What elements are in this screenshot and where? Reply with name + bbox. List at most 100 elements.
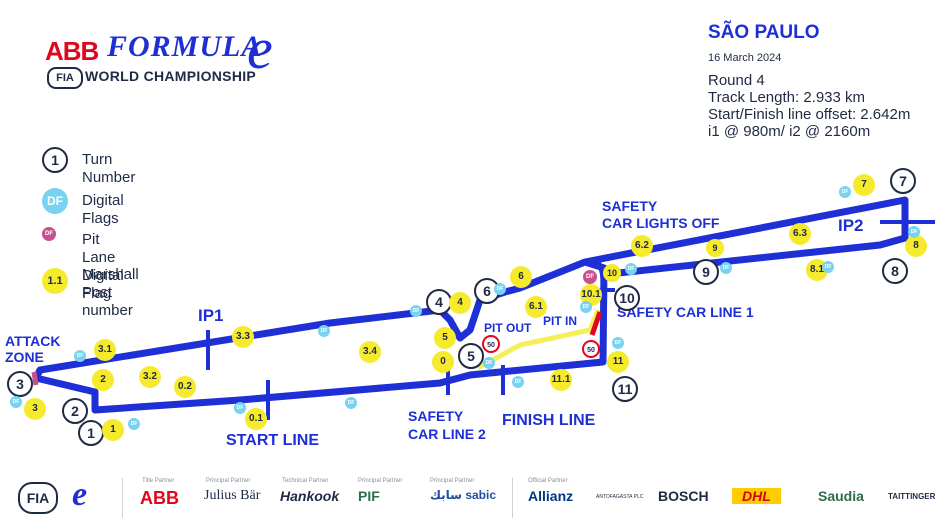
event-track-length: Track Length: 2.933 km <box>708 89 866 106</box>
marshal-post-11: 11 <box>607 351 629 373</box>
pit-out-speed-sign: 50 <box>482 335 500 353</box>
role-principal-1: Principal Partner <box>206 478 251 484</box>
legend-turn-label: Turn Number <box>82 151 136 186</box>
event-offset: Start/Finish line offset: 2.642m <box>708 106 911 123</box>
start-line-label: START LINE <box>226 432 320 449</box>
marshal-post-11-1: 11.1 <box>550 369 572 391</box>
pit-in-speed-text: 50 <box>587 347 595 354</box>
digital-flag: DF <box>612 337 624 349</box>
turn-9: 9 <box>693 259 719 285</box>
digital-flag: DF <box>625 263 637 275</box>
legend-turn-symbol: 1 <box>42 147 68 173</box>
formula-e-logo: ABB FORMULA e FIA WORLD CHAMPIONSHIP <box>45 20 315 89</box>
attack-zone-label-2: ZONE <box>5 349 44 365</box>
ip2-label: IP2 <box>838 216 864 235</box>
legend-df-symbol: DF <box>42 188 68 214</box>
turn-2: 2 <box>62 398 88 424</box>
digital-flag: DF <box>74 350 86 362</box>
digital-flag: DF <box>512 376 524 388</box>
sponsor-saudia: Saudia <box>818 488 864 504</box>
footer-divider <box>122 478 123 518</box>
attack-zone-label-1: ATTACK <box>5 333 61 349</box>
sclo-line <box>596 257 606 283</box>
digital-flag: DF <box>345 397 357 409</box>
sponsor-pif: PIF <box>358 488 380 504</box>
digital-flag: DF <box>822 261 834 273</box>
logo-fia-badge: FIA <box>47 67 83 89</box>
role-title: Title Partner <box>142 478 175 484</box>
event-intermediates: i1 @ 980m/ i2 @ 2160m <box>708 123 871 140</box>
logo-e-mark: e <box>247 16 273 81</box>
marshal-post-0: 0 <box>432 351 454 373</box>
marshal-post-10: 10 <box>603 264 621 282</box>
pit-out-speed-text: 50 <box>487 342 495 349</box>
pit-out-label: PIT OUT <box>484 321 532 335</box>
footer-divider <box>512 478 513 518</box>
marshal-post-1: 1 <box>102 419 124 441</box>
legend-df-label: Digital Flags <box>82 192 124 227</box>
footer-fia-logo: FIA <box>18 482 58 514</box>
event-date: 16 March 2024 <box>708 52 782 64</box>
sc1-label: SAFETY CAR LINE 1 <box>617 304 754 320</box>
logo-abb-text: ABB <box>45 36 99 66</box>
logo-formula-text: FORMULA <box>107 30 263 63</box>
turn-8: 8 <box>882 258 908 284</box>
turn-1: 1 <box>78 420 104 446</box>
role-technical: Technical Partner <box>282 478 329 484</box>
marshal-post-6: 6 <box>510 266 532 288</box>
marshal-post-9: 9 <box>706 239 724 257</box>
sc-lights-off-label-2: CAR LIGHTS OFF <box>602 215 720 231</box>
role-official: Official Partner <box>528 478 568 484</box>
footer-fe-logo: e <box>72 476 88 513</box>
marshal-post-2: 2 <box>92 369 114 391</box>
marshal-post-6-3: 6.3 <box>789 223 811 245</box>
sponsor-allianz: Allianz <box>528 488 574 504</box>
sc-lights-off-label-1: SAFETY <box>602 198 658 214</box>
digital-flag: DF <box>318 325 330 337</box>
legend-marshal-label-1: Marshall <box>82 266 139 283</box>
attack-zone <box>31 371 39 386</box>
digital-flag: DF <box>10 396 22 408</box>
event-round: Round 4 <box>708 72 765 89</box>
turn-7: 7 <box>890 168 916 194</box>
digital-flag: DF <box>720 262 732 274</box>
turn-10: 10 <box>614 285 640 311</box>
marshal-post-5: 5 <box>434 327 456 349</box>
turn-5: 5 <box>458 343 484 369</box>
sponsor-sabic: سابك sabic <box>430 488 497 502</box>
sc2-label-1: SAFETY <box>408 408 464 424</box>
legend-pitdf-label: Pit Lane Digital Flag <box>82 231 124 302</box>
digital-flag: DF <box>494 283 506 295</box>
marshal-post-10-1: 10.1 <box>580 284 602 306</box>
marshal-post-3: 3 <box>24 398 46 420</box>
marshal-post-6-2: 6.2 <box>631 235 653 257</box>
legend-marshal-symbol: 1.1 <box>42 268 68 294</box>
marshal-post-6-1: 6.1 <box>525 296 547 318</box>
digital-flag: DF <box>483 357 495 369</box>
finish-line-label: FINISH LINE <box>502 412 596 429</box>
turn-3: 3 <box>7 371 33 397</box>
marshal-post-0-2: 0.2 <box>174 376 196 398</box>
sponsor-abb: ABB <box>140 488 179 508</box>
marshal-post-0-1: 0.1 <box>245 408 267 430</box>
turn-4: 4 <box>426 289 452 315</box>
digital-flag: DF <box>234 402 246 414</box>
marshal-post-3-1: 3.1 <box>94 339 116 361</box>
role-principal-2: Principal Partner <box>358 478 403 484</box>
ip1-label: IP1 <box>198 306 224 325</box>
marshal-post-3-2: 3.2 <box>139 366 161 388</box>
marshal-post-8: 8 <box>905 235 927 257</box>
legend-pitdf-symbol: DF <box>42 227 56 241</box>
sponsor-bosch: BOSCH <box>658 488 709 504</box>
legend-marshal-label-2: Post number <box>82 284 133 319</box>
role-principal-3: Principal Partner <box>430 478 475 484</box>
pit-entry <box>589 311 603 336</box>
pit-in-speed-sign: 50 <box>582 340 600 358</box>
sponsor-taittinger: TAITTINGER <box>888 492 936 501</box>
event-info: SÃO PAULO 16 March 2024 Round 4 Track Le… <box>708 22 948 140</box>
sponsor-antofagasta: ANTOFAGASTA PLC <box>596 494 644 500</box>
sponsor-footer: FIA e Title Partner ABB Principal Partne… <box>0 468 950 528</box>
sponsor-hankook: Hankook <box>280 488 340 504</box>
pit-lane-digital-flag: DF <box>583 270 597 284</box>
digital-flag: DF <box>839 186 851 198</box>
